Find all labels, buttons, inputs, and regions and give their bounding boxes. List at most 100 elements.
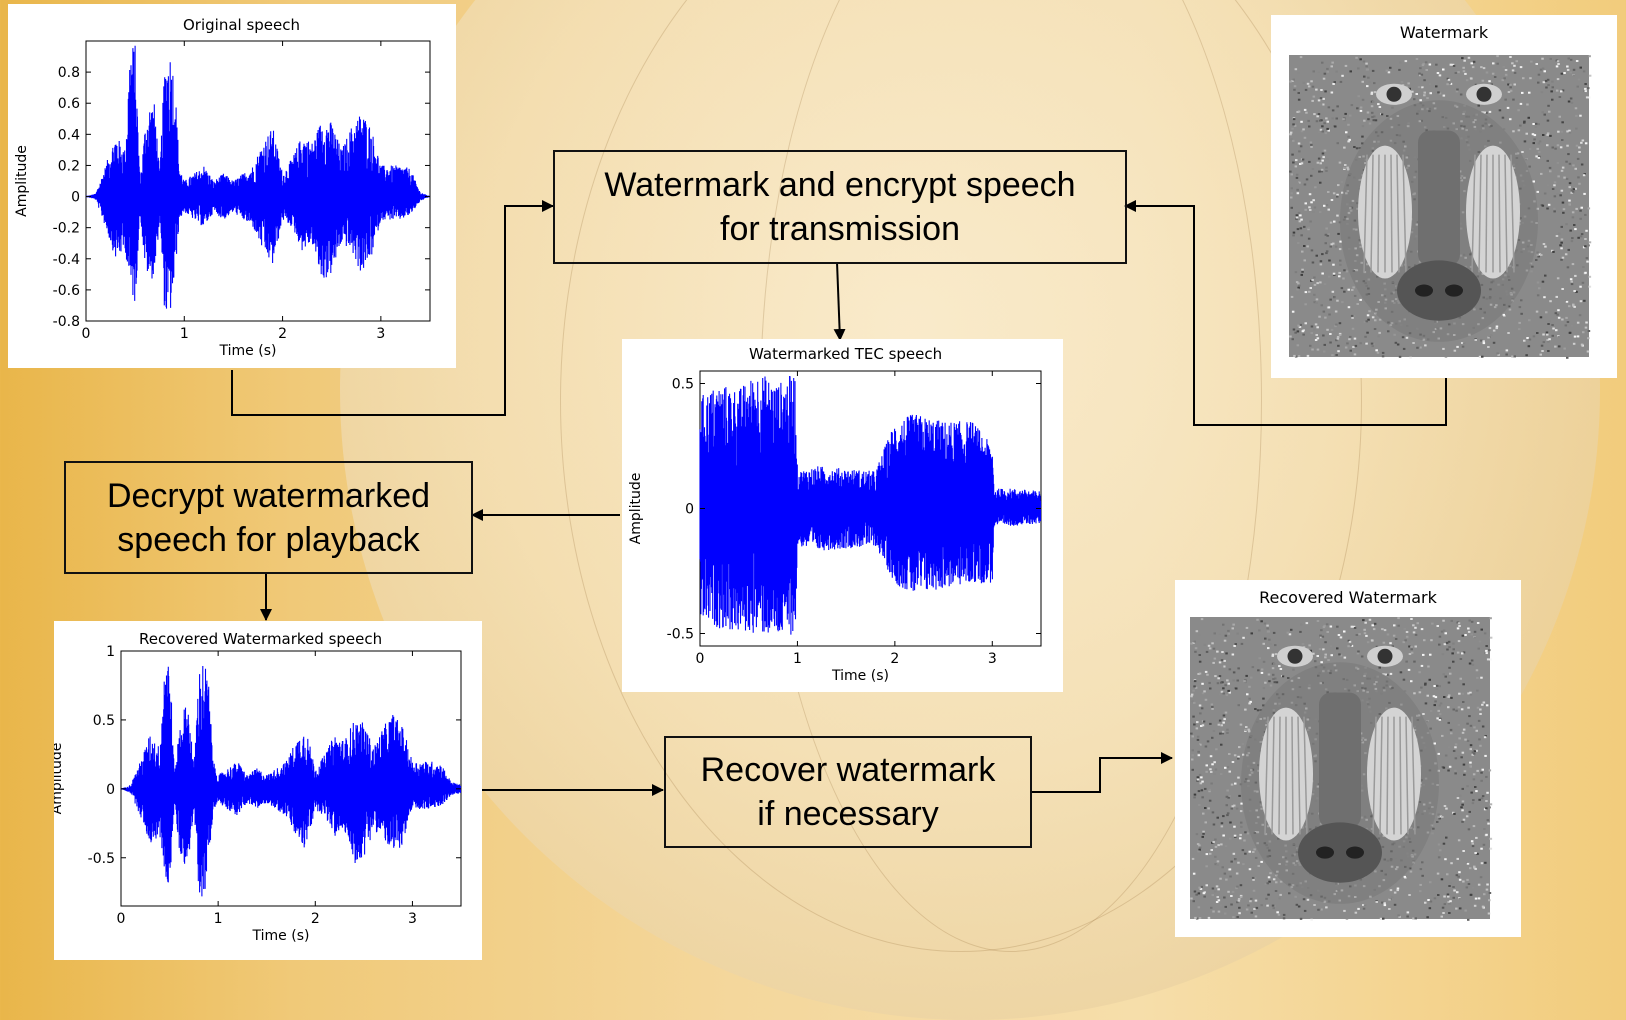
fur-texture: [1202, 832, 1205, 835]
fur-texture: [1215, 901, 1219, 903]
fur-texture: [1301, 250, 1304, 253]
fur-texture: [1320, 89, 1323, 91]
fur-texture: [1213, 773, 1216, 776]
fur-texture: [1354, 344, 1358, 347]
fur-texture: [1305, 622, 1309, 625]
fur-texture: [1239, 833, 1242, 836]
fur-texture: [1543, 192, 1547, 195]
fur-texture: [1459, 677, 1462, 680]
fur-texture: [1368, 618, 1372, 621]
fur-texture: [1321, 149, 1325, 152]
fur-texture: [1389, 642, 1392, 645]
fur-texture: [1327, 306, 1331, 309]
fur-texture: [1309, 220, 1312, 223]
fur-texture: [1227, 720, 1230, 722]
y-tick-label: -0.8: [53, 314, 80, 330]
fur-texture: [1578, 314, 1582, 317]
fur-texture: [1572, 164, 1575, 167]
fur-texture: [1558, 115, 1561, 118]
fur-texture: [1271, 904, 1275, 907]
fur-texture: [1296, 228, 1300, 231]
fur-texture: [1373, 328, 1377, 330]
fur-texture: [1203, 690, 1206, 693]
fur-texture: [1326, 120, 1329, 123]
fur-texture: [1580, 163, 1584, 166]
fur-texture: [1225, 694, 1229, 697]
fur-texture: [1550, 90, 1553, 93]
fur-texture: [1461, 652, 1464, 655]
fur-texture: [1220, 822, 1224, 825]
fur-texture: [1400, 669, 1403, 672]
fur-texture: [1220, 743, 1223, 746]
fur-texture: [1319, 103, 1323, 106]
fur-texture: [1329, 298, 1332, 301]
fur-texture: [1436, 717, 1439, 720]
fur-texture: [1582, 174, 1586, 177]
fur-texture: [1234, 836, 1237, 838]
fur-texture: [1437, 813, 1440, 816]
fur-texture: [1424, 702, 1428, 705]
nose-bridge: [1319, 692, 1361, 829]
fur-texture: [1309, 209, 1312, 211]
cheek-ridge: [1396, 154, 1400, 273]
fur-texture: [1459, 658, 1463, 660]
fur-texture: [1559, 194, 1562, 197]
fur-texture: [1359, 58, 1362, 61]
fur-texture: [1475, 749, 1478, 752]
fur-texture: [1362, 907, 1366, 910]
fur-texture: [1347, 135, 1350, 138]
fur-texture: [1317, 70, 1320, 73]
fur-texture: [1457, 622, 1461, 625]
fur-texture: [1450, 732, 1453, 735]
cheek-ridge: [1303, 716, 1308, 835]
fur-texture: [1444, 675, 1447, 678]
fur-texture: [1548, 110, 1551, 113]
fur-texture: [1209, 768, 1212, 771]
fur-texture: [1321, 152, 1325, 155]
fur-texture: [1274, 653, 1278, 656]
fur-texture: [1560, 90, 1563, 93]
fur-texture: [1576, 85, 1579, 88]
fur-texture: [1310, 145, 1313, 148]
cheek-ridge: [1278, 716, 1281, 835]
fur-texture: [1473, 865, 1476, 868]
fur-texture: [1551, 249, 1554, 252]
fur-texture: [1336, 337, 1340, 340]
fur-texture: [1560, 130, 1563, 133]
fur-texture: [1254, 899, 1258, 902]
fur-texture: [1308, 206, 1311, 209]
fur-texture: [1200, 618, 1204, 621]
fur-texture: [1523, 120, 1526, 123]
fur-texture: [1413, 98, 1416, 101]
fur-texture: [1549, 57, 1552, 60]
fur-texture: [1310, 143, 1313, 146]
fur-texture: [1449, 730, 1452, 733]
pupil: [1287, 648, 1303, 664]
fur-texture: [1517, 129, 1521, 132]
fur-texture: [1470, 659, 1474, 662]
fur-texture: [1304, 202, 1307, 205]
fur-texture: [1565, 300, 1569, 303]
fur-texture: [1527, 345, 1531, 348]
fur-texture: [1537, 123, 1540, 126]
fur-texture: [1537, 156, 1541, 159]
fur-texture: [1542, 81, 1546, 84]
cheek-ridge: [1379, 716, 1383, 835]
fur-texture: [1271, 654, 1274, 657]
fur-texture: [1560, 189, 1564, 192]
fur-texture: [1568, 202, 1571, 205]
fur-texture: [1442, 629, 1446, 632]
fur-texture: [1422, 713, 1425, 715]
fur-texture: [1239, 884, 1243, 887]
fur-texture: [1570, 283, 1574, 286]
fur-texture: [1545, 311, 1548, 314]
fur-texture: [1220, 724, 1223, 727]
fur-texture: [1233, 754, 1237, 757]
fur-texture: [1473, 630, 1477, 633]
fur-texture: [1269, 643, 1273, 646]
fur-texture: [1295, 173, 1299, 176]
fur-texture: [1485, 775, 1488, 778]
fur-texture: [1546, 339, 1549, 341]
fur-texture: [1477, 647, 1480, 650]
fur-texture: [1409, 870, 1413, 873]
